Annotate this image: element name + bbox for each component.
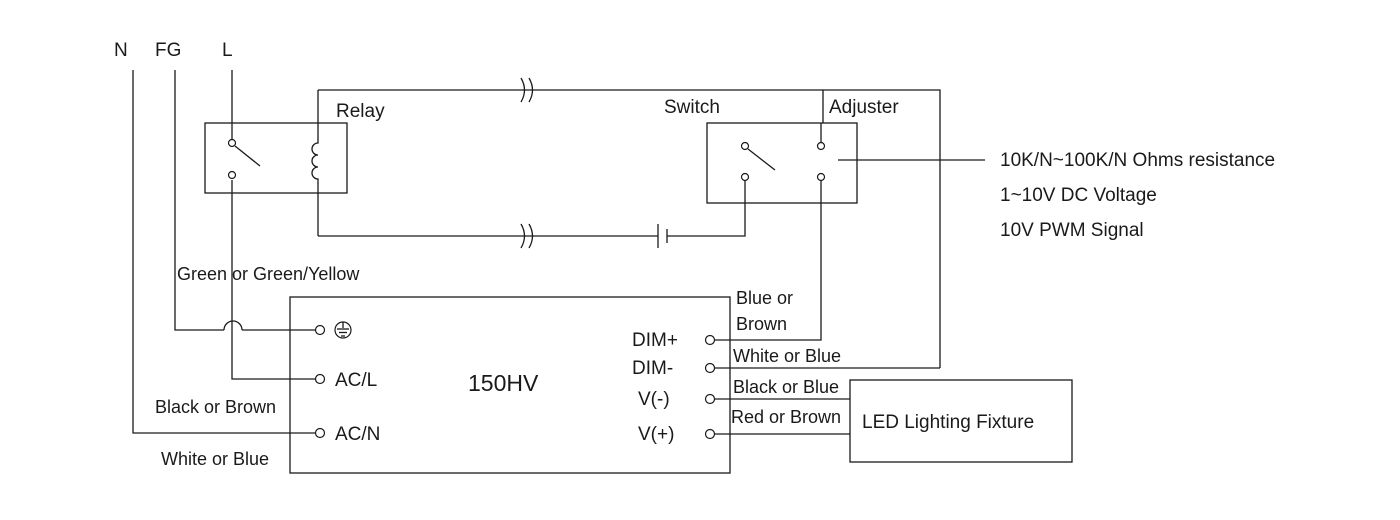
input-fg-label: FG: [155, 40, 181, 61]
terminal-fg: [314, 324, 326, 336]
driver-box: [289, 296, 731, 474]
wire-ac-l: [231, 180, 318, 380]
adjuster-terminal-top: [816, 141, 826, 151]
driver-v-plus-label: V(+): [638, 424, 674, 445]
terminal-v-plus: [704, 428, 716, 440]
relay-coil-icon: [311, 130, 319, 193]
break-mark-bottom-1: [520, 223, 526, 249]
dim-option-2: 1~10V DC Voltage: [1000, 185, 1157, 206]
switch-box: [706, 122, 858, 204]
driver-dim-minus-label: DIM-: [632, 358, 673, 379]
wire-color-v-minus: Black or Blue: [733, 377, 839, 397]
wire-color-fg: Green or Green/Yellow: [177, 264, 360, 284]
wire-color-dim-plus-line1: Blue or: [736, 288, 793, 308]
break-mark-top-2: [528, 77, 534, 103]
dim-option-3: 10V PWM Signal: [1000, 220, 1144, 241]
adjuster-terminal-bottom: [816, 172, 826, 182]
switch-label: Switch: [664, 97, 720, 118]
input-l-label: L: [222, 40, 233, 61]
relay-contact-arm: [234, 145, 261, 167]
wire-color-ac-l: Black or Brown: [155, 397, 276, 417]
terminal-v-minus: [704, 393, 716, 405]
wire-color-dim-plus-line2: Brown: [736, 314, 787, 334]
switch-contact-top: [740, 141, 750, 151]
relay-contact-top: [227, 138, 237, 148]
wire-color-ac-n: White or Blue: [161, 449, 269, 469]
driver-model: 150HV: [468, 370, 539, 396]
relay-label: Relay: [336, 101, 385, 122]
relay-box: [204, 122, 348, 194]
adjuster-label: Adjuster: [829, 97, 899, 118]
driver-ac-n-label: AC/N: [335, 424, 380, 445]
wire-fg: [174, 70, 224, 331]
driver-v-minus-label: V(-): [638, 389, 670, 410]
adjuster-box: [822, 89, 941, 368]
terminal-ac-l: [314, 373, 326, 385]
switch-contact-arm: [747, 148, 776, 171]
wire-control-bottom-b: [667, 180, 746, 237]
wire-color-dim-minus: White or Blue: [733, 346, 841, 366]
led-fixture-label: LED Lighting Fixture: [862, 412, 1034, 433]
break-mark-top-1: [520, 77, 526, 103]
switch-contact-bottom: [740, 172, 750, 182]
terminal-dim-plus: [704, 334, 716, 346]
terminal-dim-minus: [704, 362, 716, 374]
driver-ac-l-label: AC/L: [335, 370, 377, 391]
input-n-label: N: [114, 40, 128, 61]
driver-dim-plus-label: DIM+: [632, 330, 678, 351]
wire-dim-plus: [713, 181, 822, 341]
dim-option-1: 10K/N~100K/N Ohms resistance: [1000, 150, 1275, 171]
break-mark-bottom-2: [528, 223, 534, 249]
wire-fg-hop: [223, 320, 243, 331]
wire-n: [132, 70, 318, 434]
led-fixture-box: [849, 379, 1073, 463]
relay-contact-bottom: [227, 170, 237, 180]
terminal-ac-n: [314, 427, 326, 439]
wire-color-v-plus: Red or Brown: [731, 407, 841, 427]
